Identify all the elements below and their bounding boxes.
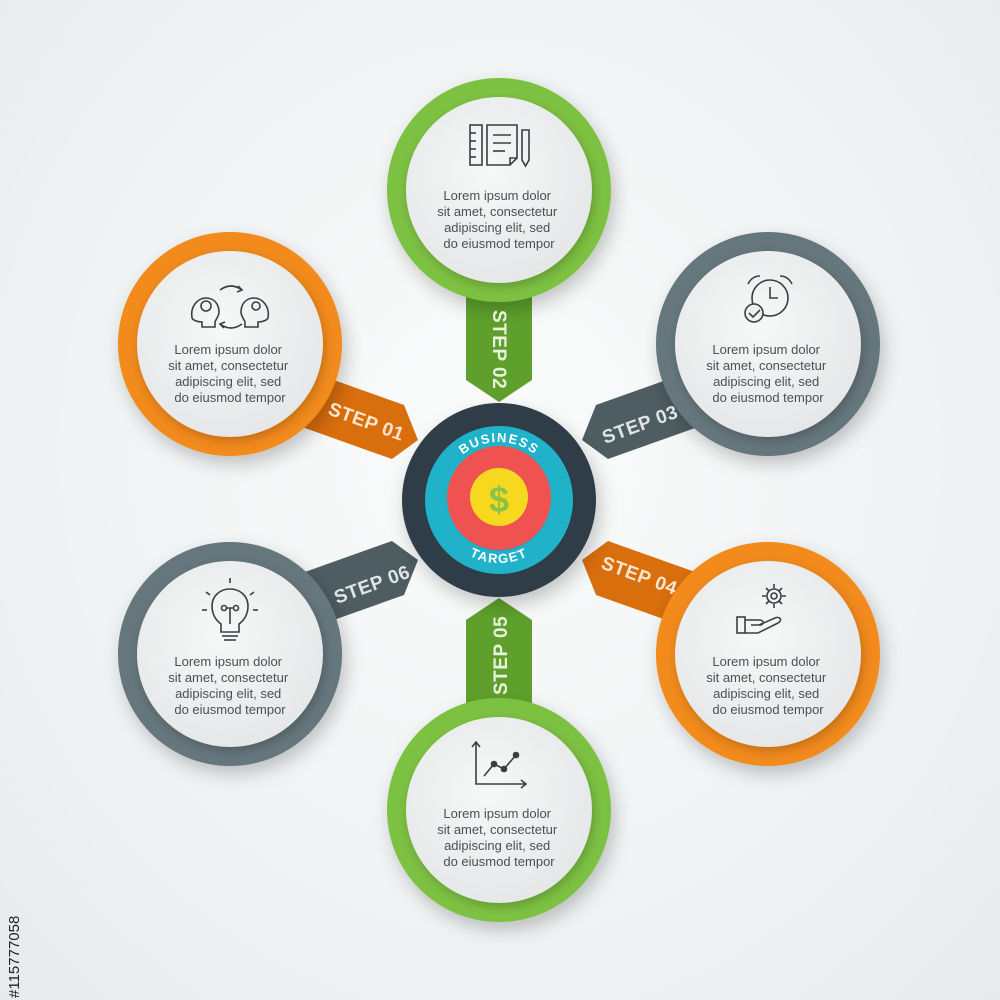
center-bottom-label: TARGET <box>468 545 530 566</box>
step-04-text: Lorem ipsum dolor sit amet, consectetur … <box>706 654 830 717</box>
step-05-text: Lorem ipsum dolor sit amet, consectetur … <box>437 806 561 869</box>
step-02-text-line-1: Lorem ipsum dolor <box>443 188 551 203</box>
step-05-text-line-4: do eiusmod tempor <box>443 854 555 869</box>
dollar-icon: $ <box>489 479 509 520</box>
step-02-text-line-3: adipiscing elit, sed <box>444 220 550 235</box>
step-06-card <box>137 561 323 747</box>
center-bottom-label-path: TARGET <box>468 545 528 566</box>
step-01-text-line-1: Lorem ipsum dolor <box>174 342 282 357</box>
step-03-text-line-1: Lorem ipsum dolor <box>712 342 820 357</box>
step-04-text-line-1: Lorem ipsum dolor <box>712 654 820 669</box>
step-01-text: Lorem ipsum dolor sit amet, consectetur … <box>168 342 292 405</box>
center-target: BUSINESS TARGET $ <box>402 403 596 597</box>
step-06-text-line-1: Lorem ipsum dolor <box>174 654 282 669</box>
step-01-group: STEP 01 Lorem ipsum dolor sit amet, cons… <box>118 232 418 459</box>
step-02-group: STEP 02 Lorem ipsum dolor sit amet, cons… <box>387 78 611 402</box>
step-02-text-line-4: do eiusmod tempor <box>443 236 555 251</box>
step-06-group: STEP 06 Lorem ipsum dolor sit amet, cons… <box>118 541 418 766</box>
step-04-text-line-3: adipiscing elit, sed <box>713 686 819 701</box>
stock-id-container: #115777058 <box>6 772 30 1000</box>
step-06-text-line-2: sit amet, consectetur <box>168 670 289 685</box>
step-03-card <box>675 251 861 437</box>
step-06-text-line-4: do eiusmod tempor <box>174 702 286 717</box>
step-01-text-line-3: adipiscing elit, sed <box>175 374 281 389</box>
step-02-card <box>406 97 592 283</box>
step-03-text: Lorem ipsum dolor sit amet, consectetur … <box>706 342 830 405</box>
step-03-text-line-2: sit amet, consectetur <box>706 358 827 373</box>
center-yellow-disc <box>470 468 528 526</box>
alarm-clock-check-icon <box>744 275 793 323</box>
step-05-text-line-1: Lorem ipsum dolor <box>443 806 551 821</box>
step-04-card <box>675 561 861 747</box>
step-03-text-line-4: do eiusmod tempor <box>712 390 824 405</box>
lightbulb-idea-icon <box>202 578 258 641</box>
step-05-text-line-2: sit amet, consectetur <box>437 822 558 837</box>
step-05-group: STEP 05 Lorem ipsum dolor sit amet, cons… <box>387 598 611 922</box>
step-04-group: STEP 04 Lorem ipsum dolor sit amet, cons… <box>582 541 880 766</box>
step-05-card <box>406 717 592 903</box>
notes-ruler-pencil-icon <box>469 124 530 168</box>
step-05-text-line-3: adipiscing elit, sed <box>444 838 550 853</box>
growth-chart-icon <box>471 740 528 789</box>
mindset-exchange-icon <box>190 285 270 329</box>
step-01-text-line-2: sit amet, consectetur <box>168 358 289 373</box>
step-01-card <box>137 251 323 437</box>
step-04-text-line-4: do eiusmod tempor <box>712 702 824 717</box>
stock-id: #115777058 <box>6 915 23 998</box>
step-05-label: STEP 05 <box>491 616 512 695</box>
step-04-text-line-2: sit amet, consectetur <box>706 670 827 685</box>
step-02-text: Lorem ipsum dolor sit amet, consectetur … <box>437 188 561 251</box>
step-06-text: Lorem ipsum dolor sit amet, consectetur … <box>168 654 292 717</box>
step-01-text-line-4: do eiusmod tempor <box>174 390 286 405</box>
hand-gear-icon <box>736 584 786 634</box>
step-03-group: STEP 03 Lorem ipsum dolor sit amet, cons… <box>582 232 880 459</box>
step-06-text-line-3: adipiscing elit, sed <box>175 686 281 701</box>
step-02-label: STEP 02 <box>488 310 509 389</box>
step-03-text-line-3: adipiscing elit, sed <box>713 374 819 389</box>
step-02-text-line-2: sit amet, consectetur <box>437 204 558 219</box>
